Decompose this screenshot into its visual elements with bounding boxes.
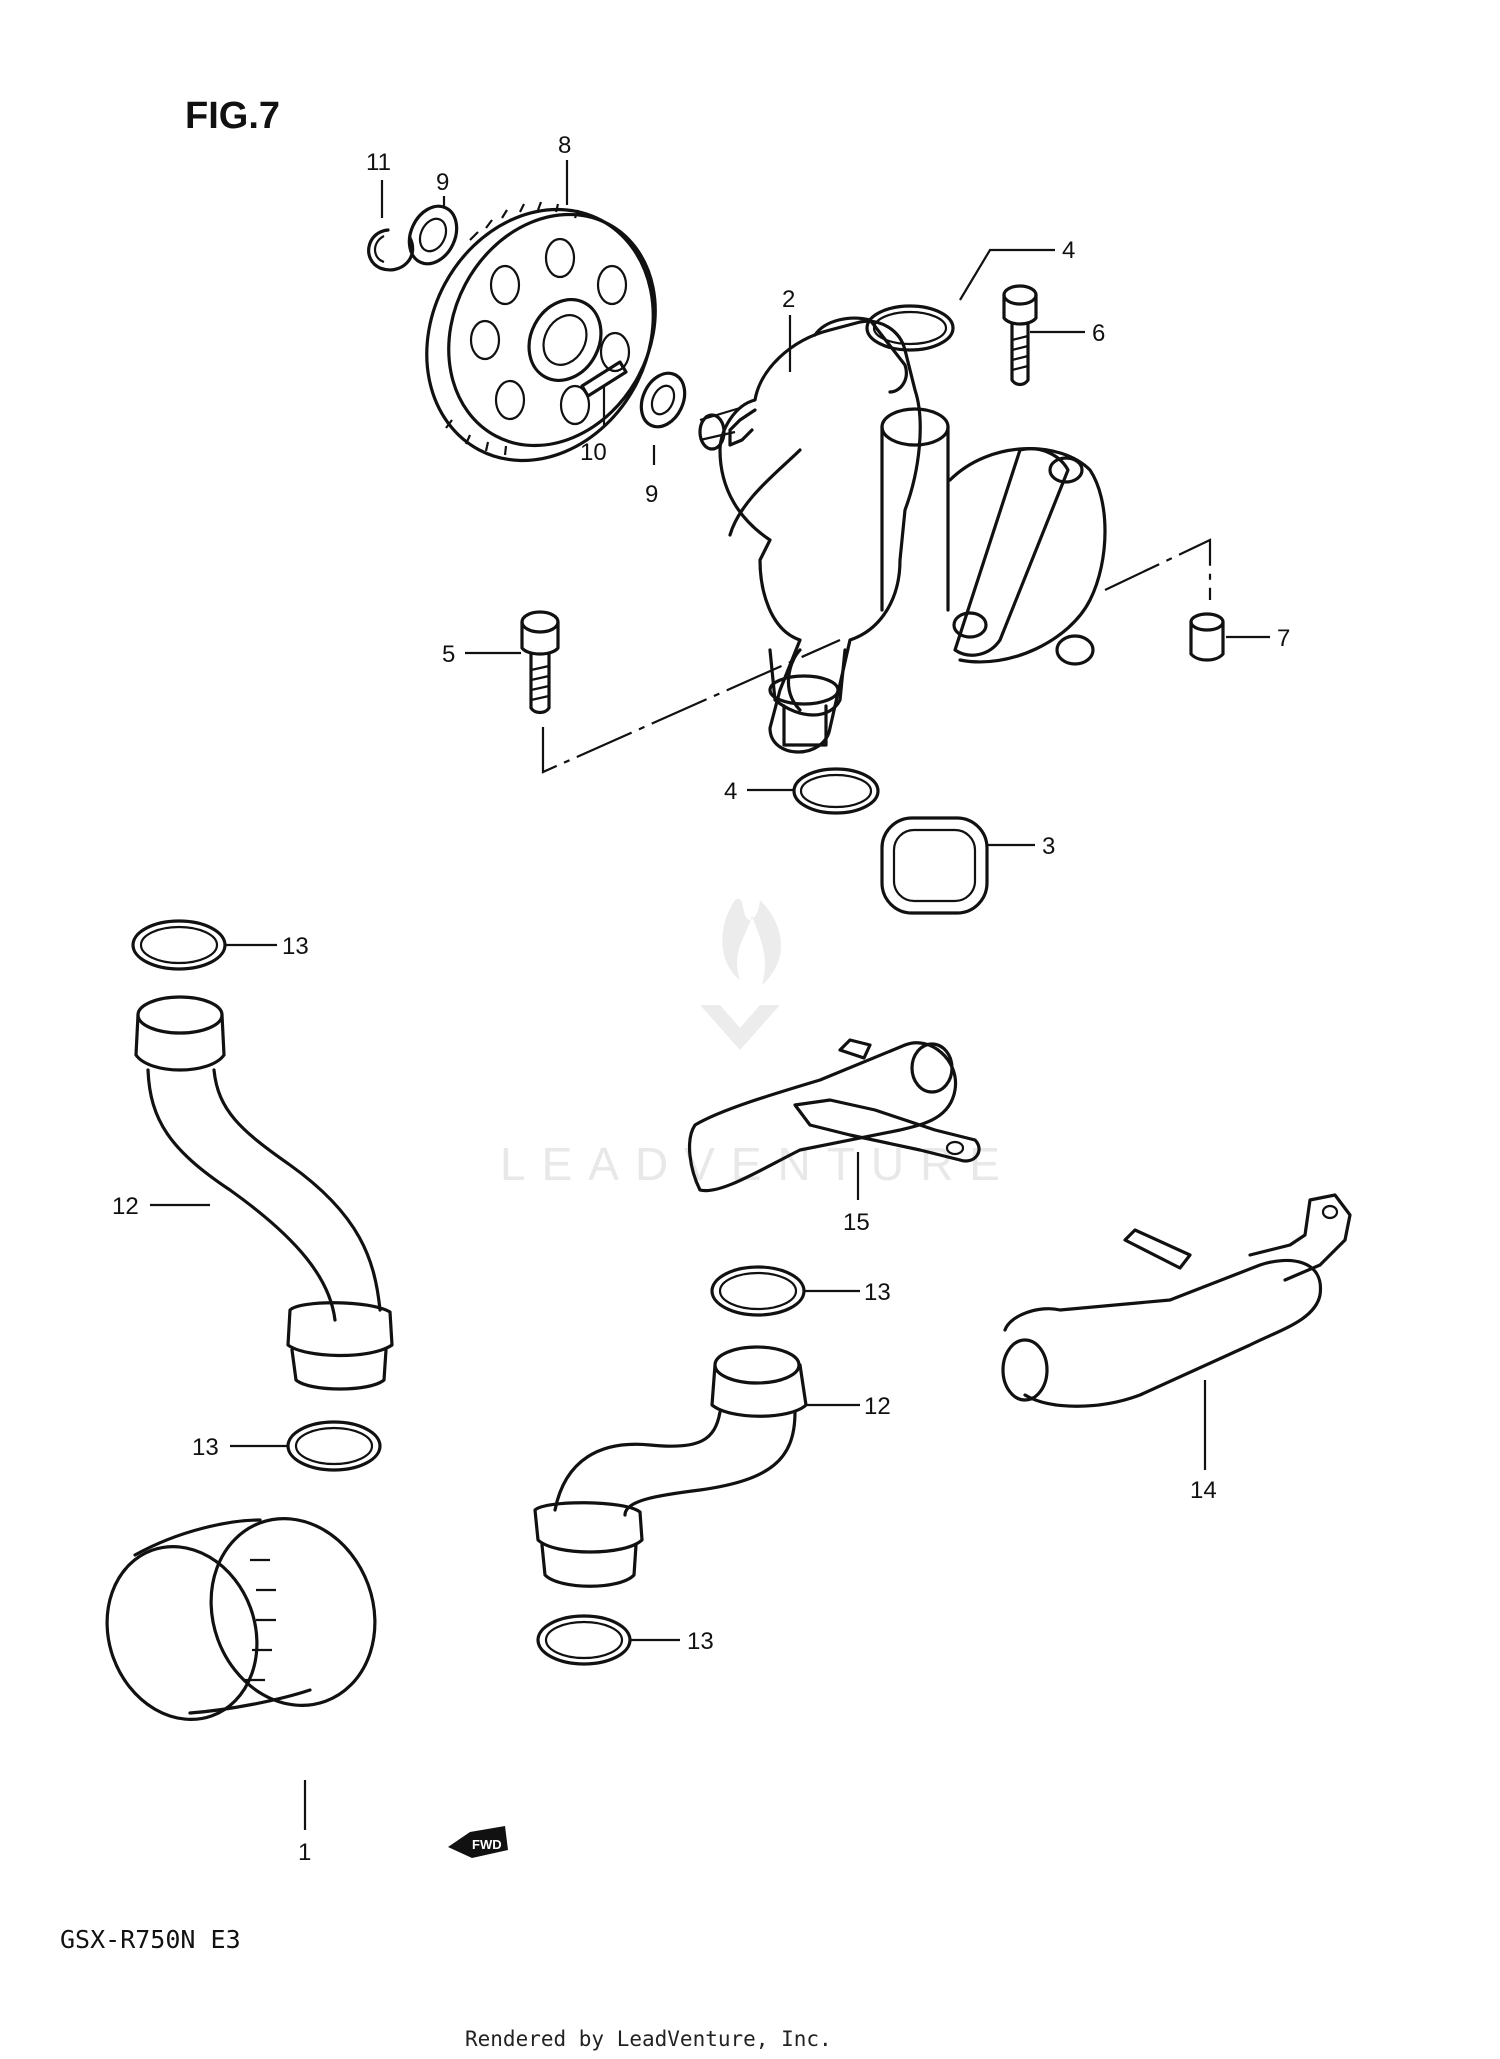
footer-credit: Rendered by LeadVenture, Inc. (465, 2027, 832, 2051)
oil-hose-part-left (134, 995, 394, 1391)
alignment-line-7 (1104, 538, 1212, 600)
callout-5: 5 (442, 641, 455, 668)
model-code: GSX-R750N E3 (60, 1925, 241, 1954)
callout-3: 3 (1042, 833, 1055, 860)
figure-label: FIG.7 (185, 95, 280, 137)
o-ring-part-13a (131, 919, 227, 971)
washer-part-lower (639, 371, 687, 429)
callout-13-middle: 13 (864, 1279, 891, 1306)
fwd-badge: FWD (448, 1826, 508, 1858)
oil-pipe-part-14 (1001, 1193, 1352, 1408)
bolt-part-6 (1002, 284, 1038, 387)
circlip-part (367, 228, 415, 272)
pin-part (580, 360, 628, 398)
callout-12-left: 12 (112, 1193, 139, 1220)
callout-10: 10 (580, 439, 607, 466)
callout-13-top-left: 13 (282, 933, 309, 960)
callout-11: 11 (366, 149, 391, 176)
o-ring-part-upper (865, 304, 955, 352)
callout-13-lower-left: 13 (192, 1434, 219, 1461)
alignment-line-5 (541, 638, 841, 774)
callout-6: 6 (1092, 320, 1105, 347)
dowel-part (1189, 612, 1225, 662)
bolt-part-5 (520, 610, 560, 715)
oil-filter-part (105, 1517, 377, 1721)
o-ring-part-13c (710, 1265, 806, 1317)
callout-15: 15 (843, 1209, 870, 1236)
fwd-label: FWD (472, 1837, 502, 1852)
gasket-part (880, 816, 989, 915)
watermark: LEADVENTURE (500, 898, 1016, 1190)
callout-9-upper: 9 (436, 169, 449, 196)
oil-hose-part-middle (533, 1345, 808, 1588)
o-ring-part-13b (286, 1420, 382, 1472)
callout-4-lower: 4 (724, 778, 737, 805)
callout-1: 1 (298, 1839, 311, 1866)
o-ring-part-13d (536, 1614, 632, 1666)
callout-12-middle: 12 (864, 1393, 891, 1420)
watermark-text: LEADVENTURE (500, 1138, 1016, 1190)
callout-4-upper: 4 (1062, 237, 1075, 264)
o-ring-part-lower (792, 767, 880, 815)
callout-2: 2 (782, 286, 795, 313)
callout-7: 7 (1277, 625, 1290, 652)
callout-13-lower-middle: 13 (687, 1628, 714, 1655)
pump-gear-part (425, 201, 657, 463)
callout-9-lower: 9 (645, 481, 658, 508)
oil-pump-part (698, 316, 1107, 754)
washer-part-upper (407, 204, 459, 266)
oil-pipe-part-15 (688, 1038, 981, 1193)
callout-8: 8 (558, 132, 571, 159)
callout-14: 14 (1190, 1477, 1217, 1504)
leader-lines (150, 160, 1270, 1830)
